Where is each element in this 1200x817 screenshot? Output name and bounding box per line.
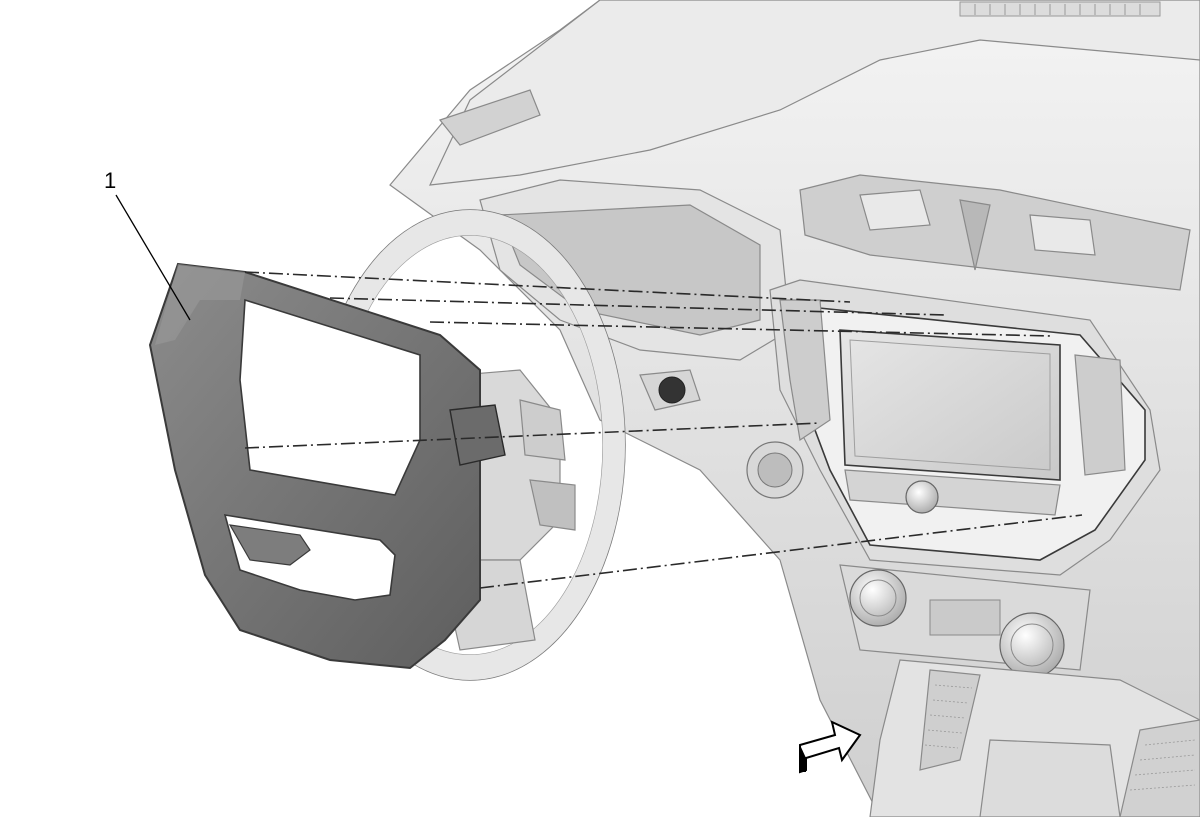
trim-bezel [148,262,506,670]
climate-controls [839,564,1091,678]
infotainment-display [839,329,1061,481]
center-air-vents [799,174,1191,291]
alignment-lines [244,271,1083,589]
lower-console [869,659,1200,817]
callout-1: 1 [104,168,191,321]
volume-knob [905,480,939,514]
round-air-vent [746,441,804,499]
callout-number: 1 [104,168,116,193]
dashboard [389,0,1200,817]
arrow-icon [799,720,862,774]
defroster-vent [959,1,1161,17]
